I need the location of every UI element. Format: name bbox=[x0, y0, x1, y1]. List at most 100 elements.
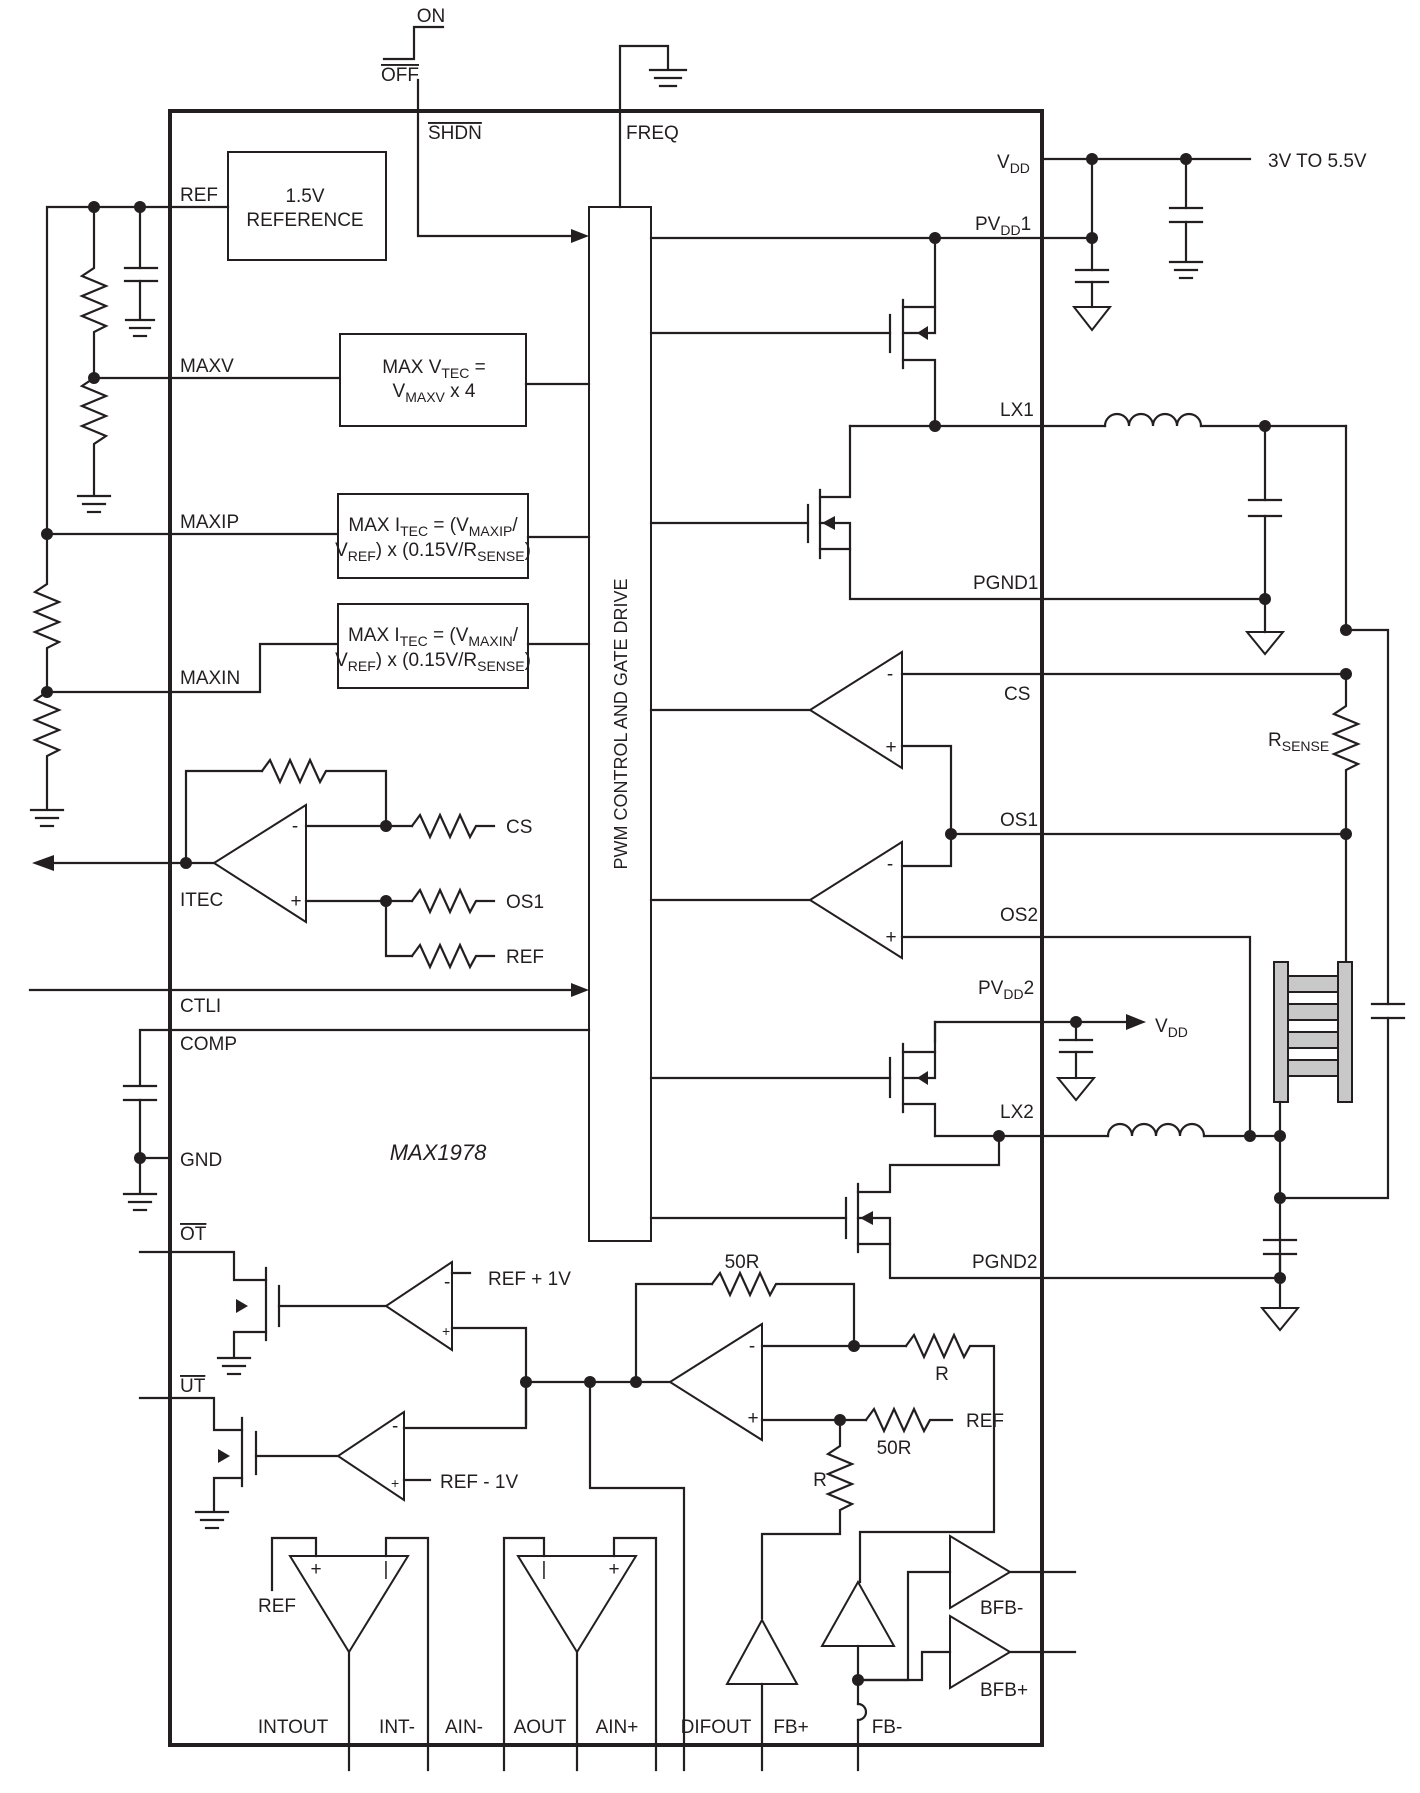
pin-ainp: AIN+ bbox=[596, 1717, 639, 1738]
difout-wire bbox=[588, 1380, 686, 1772]
bfbp-buffer bbox=[949, 1614, 1012, 1690]
cs-amplifier bbox=[808, 650, 903, 770]
cs-input-resistor bbox=[410, 812, 496, 840]
r50-top-label: 50R bbox=[725, 1252, 760, 1273]
svg-text:+: + bbox=[885, 927, 896, 948]
ref-wire bbox=[45, 205, 230, 532]
ref-input-resistor bbox=[410, 942, 496, 970]
svg-text:+: + bbox=[608, 1559, 619, 1580]
rsense-resistor bbox=[1331, 672, 1361, 836]
itec-ref-label: REF bbox=[506, 947, 544, 968]
fbm-buffer bbox=[820, 1579, 896, 1647]
on-label: ON bbox=[417, 6, 446, 27]
pin-fbp: FB+ bbox=[773, 1717, 808, 1738]
bfbm-buffer bbox=[949, 1534, 1012, 1610]
maxv-eq-line1: MAX VTEC = bbox=[382, 357, 486, 381]
ref-50r-resistor bbox=[864, 1406, 954, 1434]
pin-gnd: GND bbox=[180, 1150, 222, 1171]
pin-difout: DIFOUT bbox=[681, 1717, 752, 1738]
r-mid-resistor bbox=[760, 1418, 855, 1620]
on-off-switch-trace bbox=[382, 25, 445, 61]
svg-text:+: + bbox=[391, 1475, 399, 1491]
comp-wire bbox=[138, 1028, 591, 1086]
rsense-label: RSENSE bbox=[1268, 730, 1329, 754]
pin-comp: COMP bbox=[180, 1034, 237, 1055]
ref-minus-label: REF - 1V bbox=[440, 1472, 518, 1493]
ainm-wire bbox=[502, 1536, 546, 1772]
inductor-1 bbox=[1103, 412, 1203, 428]
pin-maxip: MAXIP bbox=[180, 512, 239, 533]
ut-comparator bbox=[336, 1410, 405, 1502]
vdd-output-label: VDD bbox=[1155, 1016, 1188, 1040]
pin-fbm: FB- bbox=[872, 1717, 903, 1738]
itec-amplifier bbox=[212, 803, 307, 924]
r-top-label: R bbox=[935, 1364, 949, 1385]
svg-text:+: + bbox=[442, 1323, 450, 1339]
pin-maxin: MAXIN bbox=[180, 668, 240, 689]
svg-text:|: | bbox=[542, 1559, 547, 1580]
fbp-buffer bbox=[725, 1617, 799, 1685]
itec-output-arrow bbox=[32, 855, 54, 871]
chip-part-number: MAX1978 bbox=[390, 1140, 487, 1165]
pin-pvdd1: PVDD1 bbox=[975, 214, 1031, 238]
pin-os2: OS2 bbox=[1000, 905, 1038, 926]
intm-wire bbox=[384, 1536, 430, 1772]
svg-text:-: - bbox=[444, 1272, 450, 1293]
pin-aout: AOUT bbox=[514, 1717, 567, 1738]
ot-wire bbox=[138, 1250, 268, 1282]
pin-ot: OT bbox=[180, 1224, 207, 1245]
inductor-2 bbox=[1106, 1122, 1206, 1138]
svg-text:+: + bbox=[310, 1559, 321, 1580]
shdn-arrow bbox=[571, 229, 589, 243]
maxin-eq-line2: VREF) x (0.15V/RSENSE) bbox=[335, 650, 531, 674]
svg-text:-: - bbox=[887, 854, 893, 875]
diff-amplifier bbox=[668, 1322, 763, 1442]
ground-triangle bbox=[1071, 306, 1113, 332]
pin-bfbm: BFB- bbox=[980, 1598, 1023, 1619]
off-label: OFF bbox=[381, 65, 419, 86]
pin-maxv: MAXV bbox=[180, 356, 234, 377]
ref-diff-label: REF bbox=[966, 1411, 1004, 1432]
svg-text:+: + bbox=[747, 1408, 758, 1429]
reference-line2: REFERENCE bbox=[246, 210, 363, 231]
itec-cs-label: CS bbox=[506, 817, 532, 838]
maxv-block bbox=[339, 333, 527, 427]
pin-ctli: CTLI bbox=[180, 996, 221, 1017]
itec-feedback-resistor bbox=[260, 757, 388, 828]
pin-os1: OS1 bbox=[1000, 810, 1038, 831]
reference-line1: 1.5V bbox=[285, 186, 324, 207]
pgnd1-wire bbox=[818, 547, 1267, 601]
svg-text:-: - bbox=[887, 664, 893, 685]
ainp-wire bbox=[612, 1536, 658, 1772]
svg-text:+: + bbox=[290, 891, 301, 912]
reference-block bbox=[227, 151, 387, 261]
maxip-eq-line2: VREF) x (0.15V/RSENSE) bbox=[335, 540, 531, 564]
ain-amplifier bbox=[516, 1555, 638, 1654]
pin-ref: REF bbox=[180, 185, 218, 206]
ot-comparator bbox=[384, 1260, 453, 1352]
pin-lx1: LX1 bbox=[1000, 400, 1034, 421]
pin-intm: INT- bbox=[379, 1717, 415, 1738]
svg-text:-: - bbox=[292, 816, 298, 837]
pin-lx2: LX2 bbox=[1000, 1102, 1034, 1123]
ref-plus-label: REF + 1V bbox=[488, 1269, 571, 1290]
tec-module bbox=[1273, 961, 1353, 1103]
int-amplifier bbox=[288, 1555, 410, 1654]
maxin-divider bbox=[32, 532, 62, 810]
os1-input-resistor bbox=[410, 887, 496, 915]
pvdd2-wire bbox=[933, 1020, 1132, 1044]
pwm-block-label: PWM CONTROL AND GATE DRIVE bbox=[611, 578, 631, 869]
maxin-block bbox=[337, 603, 529, 689]
pin-vdd: VDD bbox=[997, 152, 1030, 176]
pin-freq: FREQ bbox=[626, 123, 679, 144]
supply-range: 3V TO 5.5V bbox=[1268, 151, 1367, 172]
svg-text:+: + bbox=[885, 737, 896, 758]
feedback-50r-resistor bbox=[710, 1270, 856, 1348]
int-ref-label: REF bbox=[258, 1596, 296, 1617]
maxip-eq-line1: MAX ITEC = (VMAXIP/ bbox=[348, 515, 518, 539]
pgnd2-wire bbox=[856, 1242, 1282, 1280]
r50-bot-label: 50R bbox=[877, 1438, 912, 1459]
svg-text:-: - bbox=[392, 1416, 398, 1437]
